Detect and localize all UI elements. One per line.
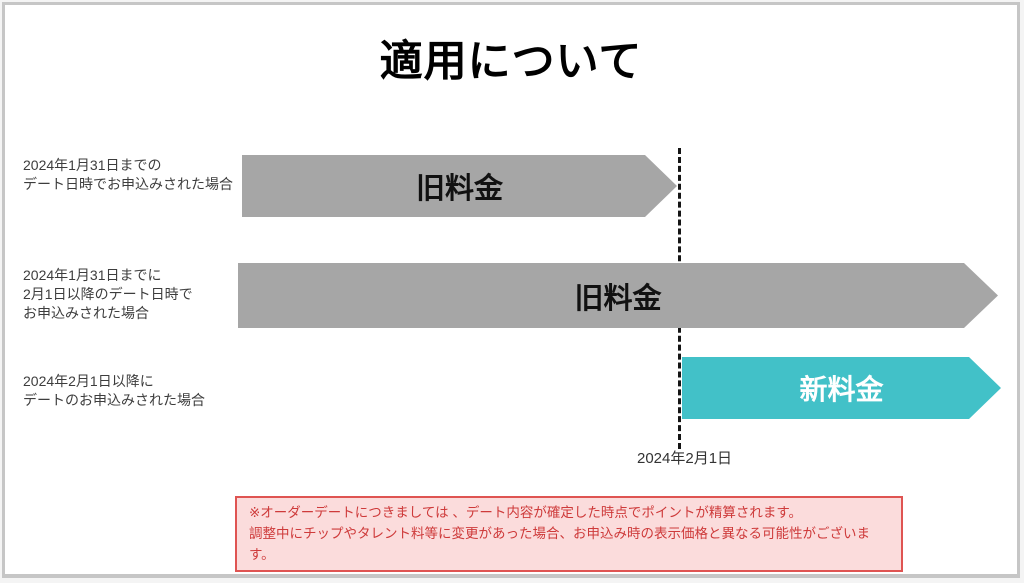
boundary-date-label: 2024年2月1日	[637, 450, 733, 467]
row3-label: 2024年2月1日以降に デートのお申込みされた場合	[23, 372, 205, 410]
page-title: 適用について	[379, 38, 643, 86]
row1-label: 2024年1月31日までの デート日時でお申込みされた場合	[23, 156, 233, 194]
row2-label-line1: 2024年1月31日までに	[23, 267, 162, 283]
old-fee-arrow-long-label: 旧料金	[574, 282, 662, 315]
row3-label-line2: デートのお申込みされた場合	[23, 392, 205, 408]
old-fee-arrow-short: 旧料金	[242, 155, 677, 217]
new-fee-arrow: 新料金	[682, 357, 1001, 419]
row3-label-line1: 2024年2月1日以降に	[23, 373, 154, 389]
row1-label-line1: 2024年1月31日までの	[23, 157, 162, 173]
caution-note-line1: ※オーダーデートにつきましては 、デート内容が確定した時点でポイントが精算されま…	[249, 505, 803, 520]
caution-note-line2: 調整中にチップやタレント料等に変更があった場合、お申込み時の表示価格と異なる可能…	[249, 526, 870, 562]
caution-note-box: ※オーダーデートにつきましては 、デート内容が確定した時点でポイントが精算されま…	[235, 496, 903, 572]
row2-label: 2024年1月31日までに 2月1日以降のデート日時で お申込みされた場合	[23, 266, 193, 323]
row1-label-line2: デート日時でお申込みされた場合	[23, 176, 233, 192]
row2-label-line3: お申込みされた場合	[23, 305, 149, 321]
old-fee-arrow-long: 旧料金	[238, 263, 998, 328]
new-fee-arrow-label: 新料金	[799, 374, 884, 405]
row2-label-line2: 2月1日以降のデート日時で	[23, 286, 193, 302]
old-fee-arrow-short-label: 旧料金	[415, 173, 503, 205]
